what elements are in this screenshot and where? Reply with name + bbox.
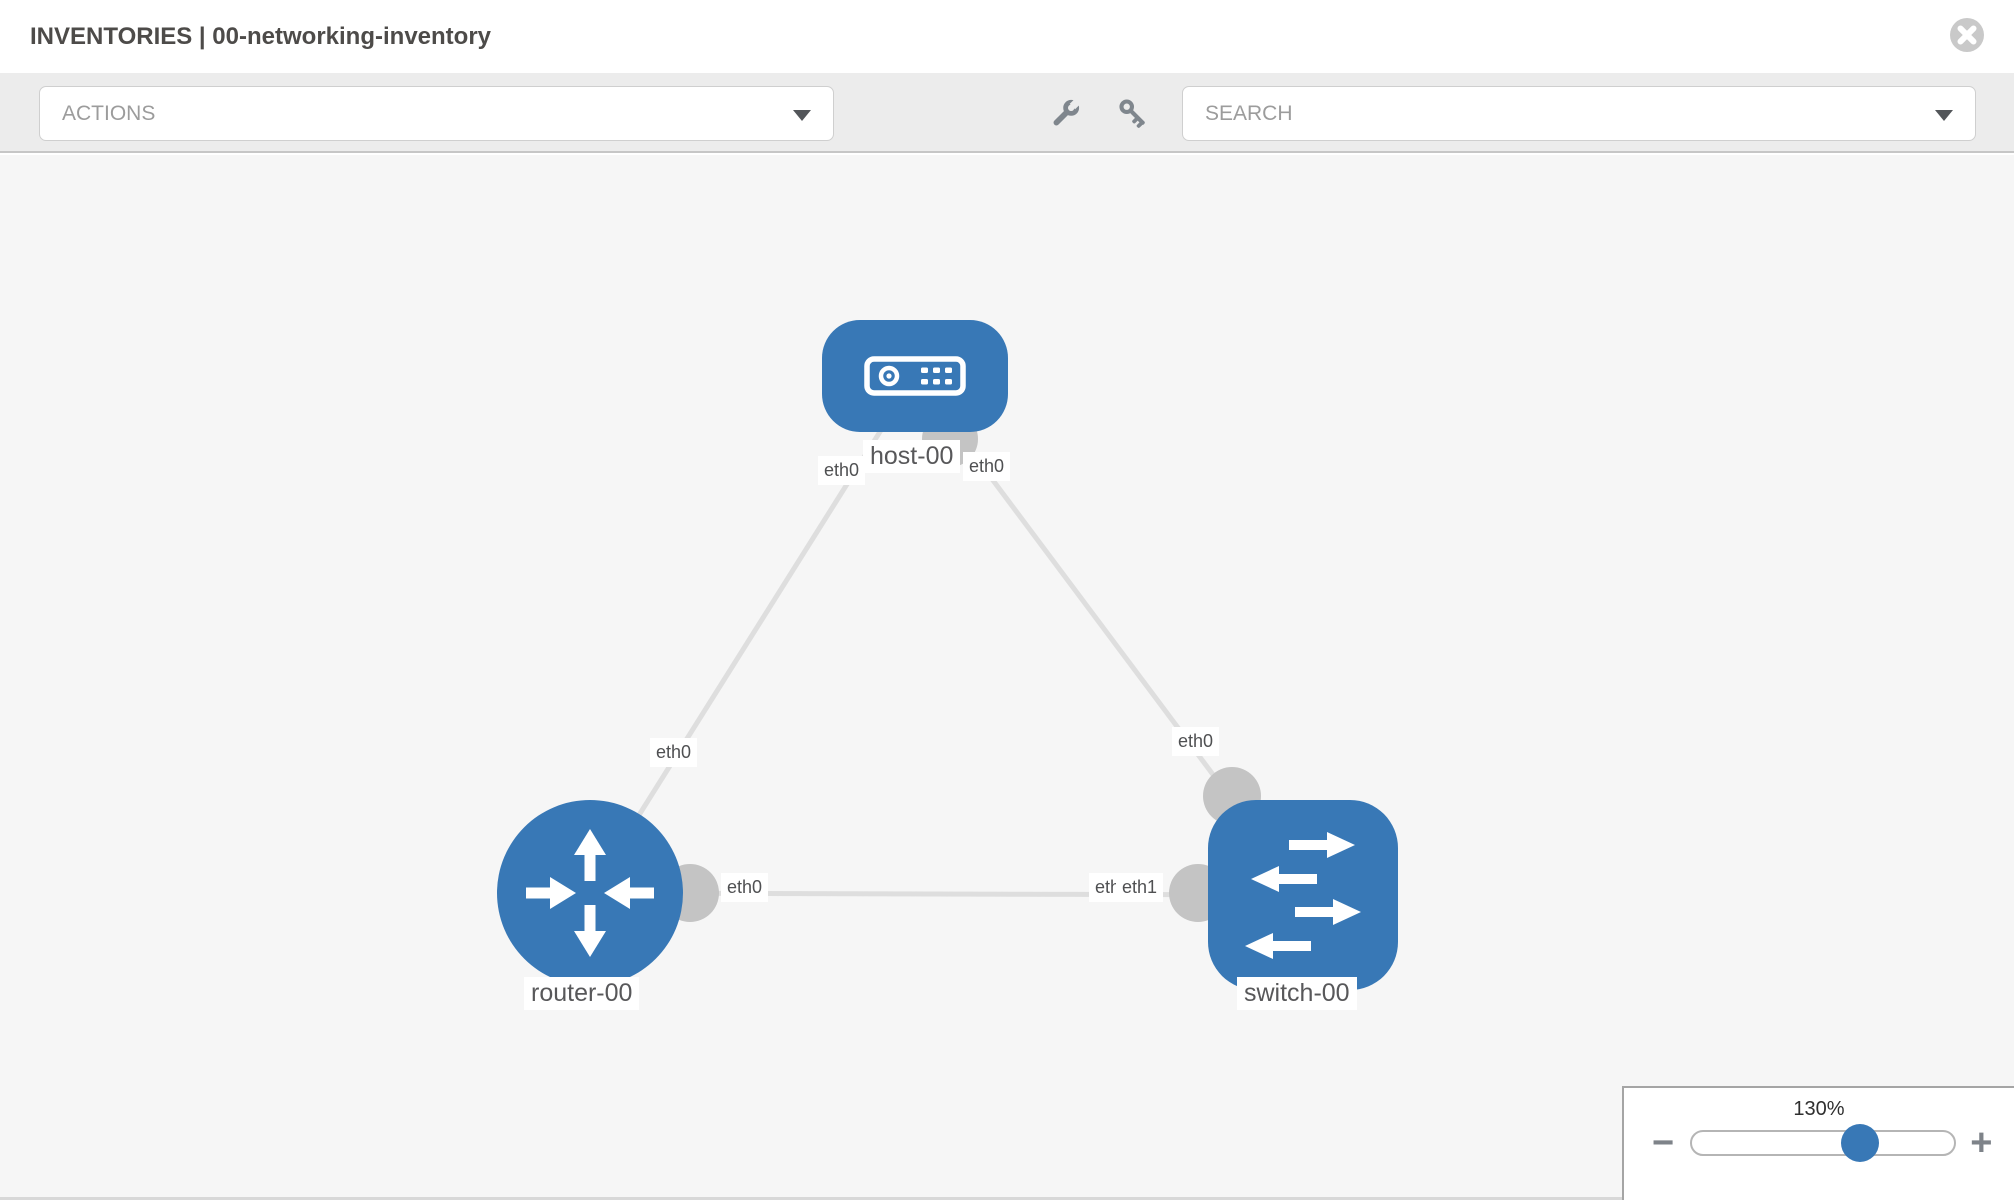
interface-label[interactable]: eth0: [963, 452, 1011, 481]
close-icon[interactable]: [1949, 17, 1985, 53]
toolbar: ACTIONS SEARCH: [0, 73, 2014, 153]
wrench-icon[interactable]: [1046, 95, 1084, 133]
search-dropdown[interactable]: SEARCH: [1182, 86, 1976, 141]
node-label-switch[interactable]: switch-00: [1237, 977, 1357, 1010]
node-router-00[interactable]: [497, 800, 683, 986]
actions-dropdown-label: ACTIONS: [62, 101, 156, 125]
node-switch-00[interactable]: [1208, 800, 1398, 990]
server-icon: [864, 356, 966, 396]
interface-label[interactable]: eth0: [650, 738, 698, 767]
topology-canvas[interactable]: host-00 router-00 switch-00 eth0 eth0 et…: [0, 155, 2014, 1200]
zoom-level-value: 130%: [1793, 1098, 1845, 1120]
interface-label[interactable]: eth0: [818, 456, 866, 485]
header: INVENTORIES | 00-networking-inventory: [0, 0, 2014, 73]
zoom-slider[interactable]: [1690, 1124, 1957, 1162]
search-dropdown-label: SEARCH: [1205, 101, 1293, 125]
zoom-control-panel: 130% − +: [1622, 1086, 2014, 1200]
interface-connectors: [661, 411, 1261, 922]
node-label-host[interactable]: host-00: [863, 440, 961, 473]
chevron-down-icon: [793, 109, 811, 121]
interface-label[interactable]: eth1: [1116, 873, 1164, 902]
actions-dropdown[interactable]: ACTIONS: [39, 86, 834, 141]
zoom-out-button[interactable]: −: [1652, 1122, 1675, 1164]
key-icon[interactable]: [1115, 95, 1153, 133]
switch-arrows-icon: [1245, 832, 1361, 959]
chevron-down-icon: [1935, 109, 1953, 121]
zoom-in-button[interactable]: +: [1970, 1122, 1993, 1164]
interface-label[interactable]: eth0: [1172, 727, 1220, 756]
node-host-00[interactable]: [822, 320, 1008, 432]
interface-label[interactable]: eth0: [721, 873, 769, 902]
topology-graph: [497, 320, 1398, 990]
router-arrows-icon: [526, 829, 654, 957]
zoom-slider-thumb[interactable]: [1840, 1124, 1879, 1162]
page-title: INVENTORIES | 00-networking-inventory: [30, 23, 492, 50]
node-label-router[interactable]: router-00: [524, 977, 640, 1010]
